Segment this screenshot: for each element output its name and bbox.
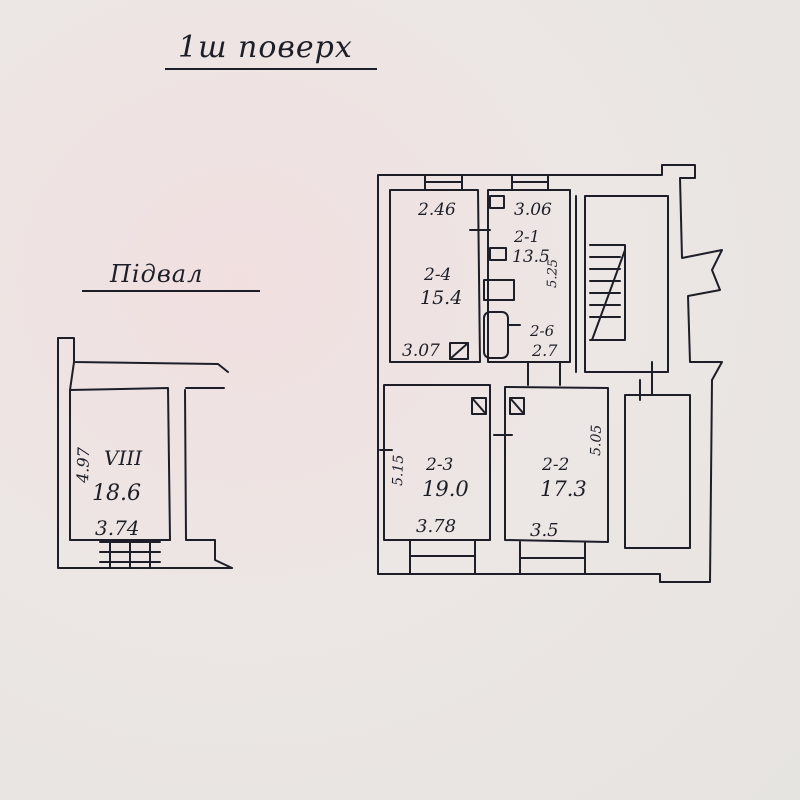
sink [489,247,507,261]
basement-title: Підвал [110,260,204,288]
staircase [589,244,626,341]
outer-wall [377,164,723,583]
room-2-6-area: 2.7 [531,341,558,360]
vent-1 [449,342,469,360]
room-2-1-area: 13.5 [512,247,550,267]
basement-outer-wall [57,337,233,569]
stove [483,279,515,301]
basement-title-underline [82,290,260,292]
room-2-2-bottom-dim: 3.5 [530,520,559,541]
room-2-4-top-dim: 2.46 [417,200,456,220]
basement-width-dim: 3.74 [95,516,140,540]
basement-plan [57,337,233,569]
basement-room-id: VIII [104,446,143,470]
window-bottom-middle [519,541,586,575]
room-2-3-side-dim: 5.15 [390,454,407,486]
floor-title: 1ш поверх [178,30,353,65]
window-top-middle [511,174,549,191]
basement-inner-wall [69,389,171,541]
room-2-2-side-dim: 5.05 [588,424,605,456]
basement-room-area: 18.6 [92,481,141,506]
room-2-1-top-dim: 3.06 [514,200,552,220]
room-2-3-area: 19.0 [422,477,469,501]
first-floor-plan [377,164,723,583]
bathtub [483,311,509,359]
room-2-2-area: 17.3 [540,477,587,501]
room-2-6-id: 2-6 [529,322,555,340]
room-2-3-bottom-dim: 3.78 [416,516,456,537]
room-2-1-side-dim: 5.25 [545,259,561,288]
room-2-4-id: 2-4 [423,265,451,285]
basement-window [99,541,161,569]
vent-3 [509,397,525,415]
toilet [489,195,505,209]
room-2-2-id: 2-2 [541,455,569,475]
room-2-4-area: 15.4 [420,287,462,309]
room-2-3-id: 2-3 [425,455,453,475]
basement-height-dim: 4.97 [73,446,93,484]
room-2-1-id: 2-1 [513,227,540,246]
window-top-left [424,174,463,191]
floor-title-underline [165,68,377,70]
room-2-4-bottom-dim: 3.07 [402,341,440,361]
window-bottom-left [409,539,476,575]
vent-2 [471,397,487,415]
